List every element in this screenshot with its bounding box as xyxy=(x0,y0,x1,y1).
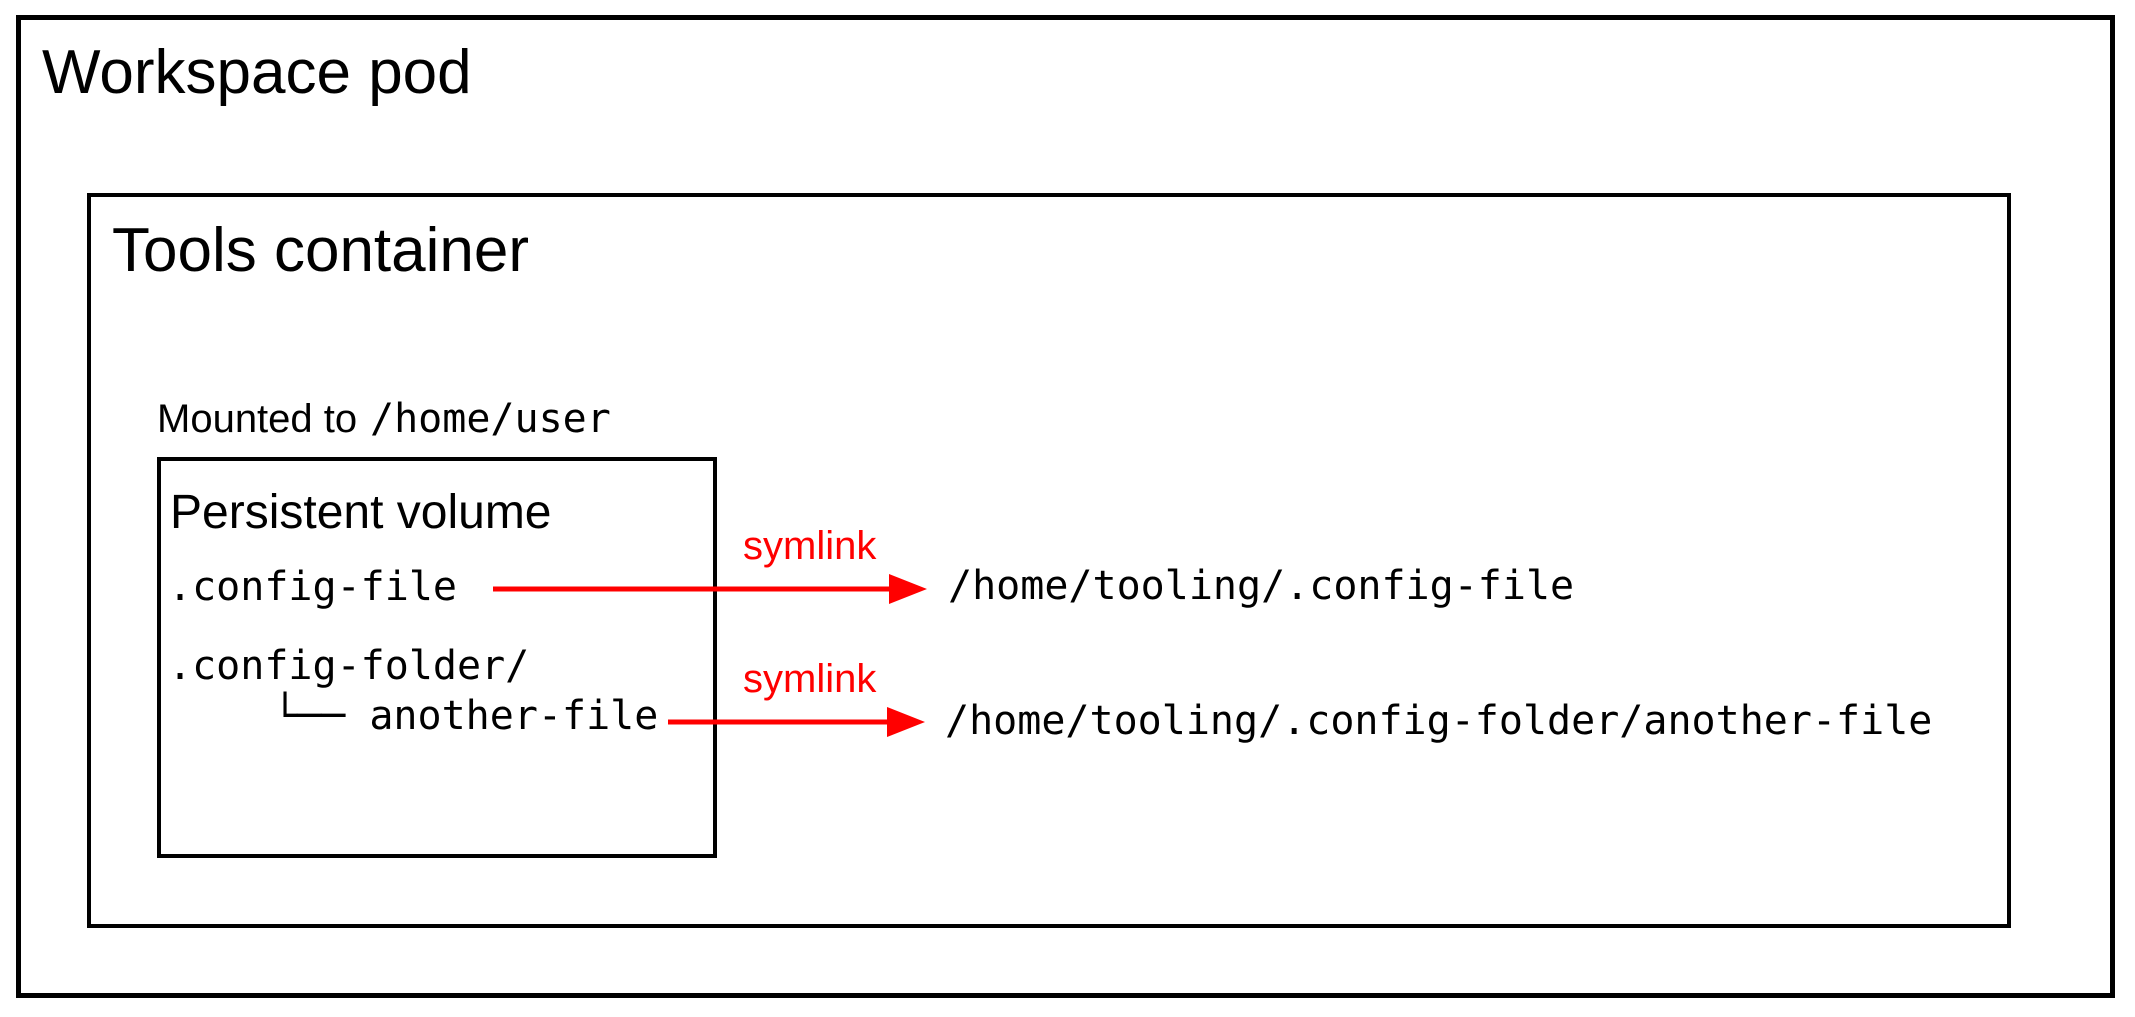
symlink-label-1: symlink xyxy=(743,524,877,568)
mount-caption: Mounted to xyxy=(157,397,358,441)
symlink-target-1: /home/tooling/.config-file xyxy=(948,563,1575,609)
workspace-pod-box xyxy=(16,15,2115,998)
volume-entry-tree-child: └── another-file xyxy=(273,693,659,739)
tools-container-title: Tools container xyxy=(112,216,530,285)
symlink-target-2: /home/tooling/.config-folder/another-fil… xyxy=(945,698,1933,744)
volume-entry-config-file: .config-file xyxy=(168,564,457,610)
mount-path: /home/user xyxy=(370,396,611,442)
persistent-volume-title: Persistent volume xyxy=(170,486,552,539)
volume-entry-config-folder: .config-folder/ xyxy=(168,643,530,689)
persistent-volume-box xyxy=(157,457,717,858)
symlink-label-2: symlink xyxy=(743,657,877,701)
tools-container-box xyxy=(87,193,2011,928)
workspace-pod-title: Workspace pod xyxy=(42,38,472,107)
